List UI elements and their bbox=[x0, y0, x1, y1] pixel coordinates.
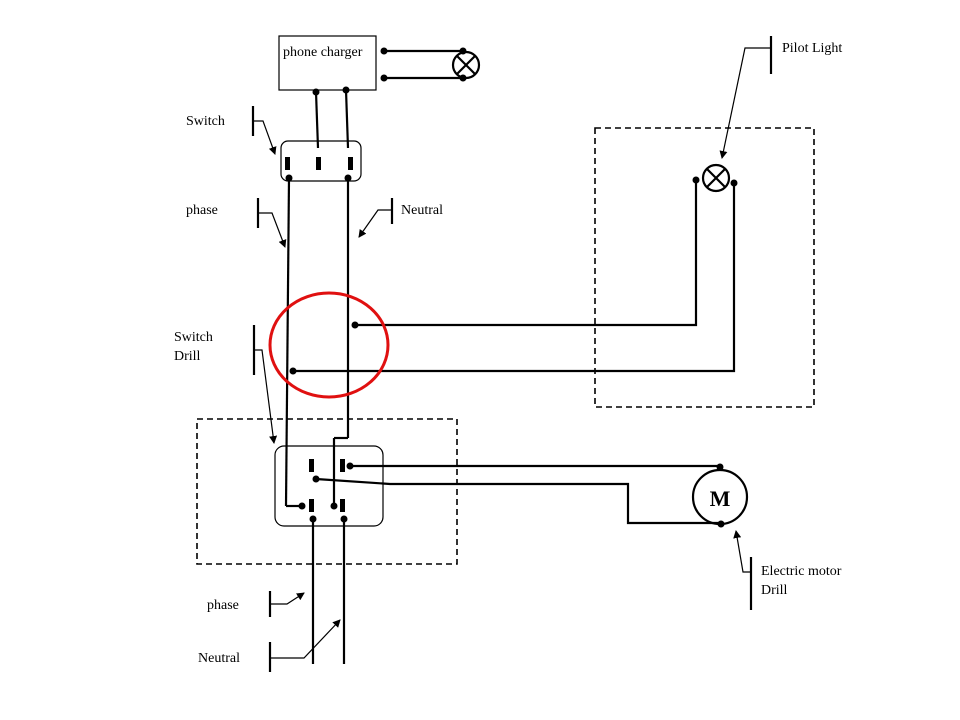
phone-charger: phone charger bbox=[278, 35, 377, 91]
switch-callout: Switch bbox=[186, 106, 277, 155]
charger-to-switch-wires bbox=[312, 86, 350, 149]
highlight-circle bbox=[268, 291, 390, 399]
electric-motor-callout: Electric motor Drill bbox=[733, 530, 842, 610]
neutral-top-callout: Neutral bbox=[358, 198, 443, 238]
switch-drill-label-2: Drill bbox=[174, 349, 201, 364]
drill-switch-box bbox=[274, 445, 384, 527]
phase-top-label: phase bbox=[186, 203, 218, 218]
main-bus-lines bbox=[284, 177, 350, 507]
supply-lines bbox=[311, 519, 346, 664]
pilot-light-label: Pilot Light bbox=[782, 41, 842, 56]
drill-switch-enclosure bbox=[196, 418, 458, 565]
neutral-bottom-callout: Neutral bbox=[198, 619, 341, 672]
switch-label: Switch bbox=[186, 114, 225, 129]
top-switch-box bbox=[280, 140, 362, 182]
phase-top-callout: phase bbox=[186, 198, 287, 248]
motor-icon: M bbox=[691, 468, 749, 526]
electric-motor-label-1: Electric motor bbox=[761, 564, 842, 579]
phone-charger-label: phone charger bbox=[283, 45, 363, 60]
phone-charger-box bbox=[278, 35, 377, 91]
switch-drill-label-1: Switch bbox=[174, 330, 213, 345]
motor-feed-wires bbox=[315, 463, 725, 528]
neutral-bottom-label: Neutral bbox=[198, 651, 240, 666]
pilot-lamp-icon bbox=[701, 163, 731, 193]
charger-lamp-icon bbox=[451, 50, 481, 80]
phase-bottom-label: phase bbox=[207, 598, 239, 613]
motor-label: M bbox=[710, 486, 731, 511]
pilot-light-feeds bbox=[289, 176, 738, 375]
switch-drill-callout: Switch Drill bbox=[174, 325, 278, 444]
drill-switch bbox=[274, 445, 384, 527]
pilot-light-callout: Pilot Light bbox=[719, 36, 842, 159]
phase-line bbox=[284, 177, 291, 507]
phase-bottom-callout: phase bbox=[207, 591, 305, 617]
electric-motor-label-2: Drill bbox=[761, 583, 788, 598]
neutral-top-label: Neutral bbox=[401, 203, 443, 218]
